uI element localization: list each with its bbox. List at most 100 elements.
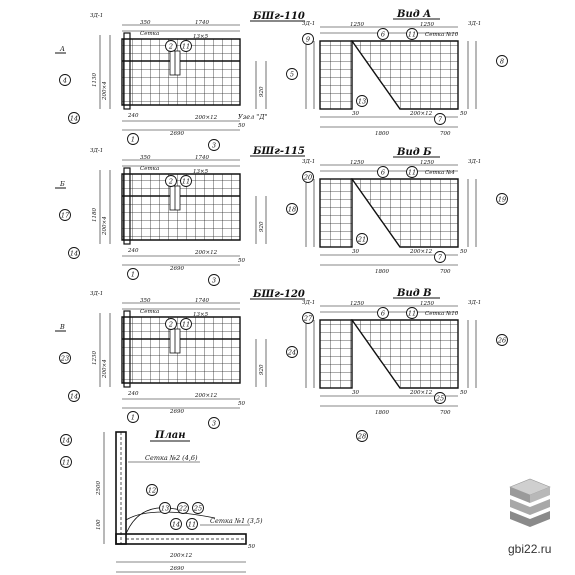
dim-350: 350 — [140, 20, 151, 26]
plan-dim-mesh: 200×12 — [169, 553, 193, 559]
dim-mesh: 200×12 — [194, 250, 218, 256]
callout-bottom-right-label: 7 — [438, 253, 443, 261]
dim-2690: 2690 — [169, 131, 184, 137]
dim-1250-b: 1250 — [420, 160, 434, 166]
plan-dim-100: 100 — [96, 519, 102, 530]
plan-callout-14b: 14 — [170, 518, 182, 530]
dim-mesh: 200×12 — [194, 393, 218, 399]
callout-3-label: 3 — [212, 141, 216, 149]
side-title: Вид В — [396, 288, 432, 299]
dim-mesh: 200×12 — [409, 249, 433, 255]
plan-callout-13: 13 — [159, 502, 171, 514]
setka-label: Сетка — [140, 166, 159, 172]
callout-11-label: 11 — [182, 177, 190, 185]
plan-callout-14b-label: 14 — [172, 520, 180, 528]
callout-11: 11 — [406, 307, 418, 319]
plan-callout-22: 22 — [177, 502, 189, 514]
callout-side-left: 4 — [59, 74, 71, 86]
callout-diagonal-label: 21 — [357, 235, 366, 243]
callout-14: 14 — [68, 112, 80, 124]
dim-920: 920 — [259, 86, 265, 97]
dim-50: 50 — [238, 258, 245, 264]
callout-2: 2 — [165, 318, 177, 330]
zd-left: ЗД-1 — [302, 159, 315, 165]
dim-2690: 2690 — [169, 409, 184, 415]
dim-13x5: 13×5 — [193, 34, 209, 40]
detail-label: Узел "Д" — [238, 113, 268, 121]
plan-title: План — [154, 430, 186, 441]
dim-1800: 1800 — [375, 269, 389, 275]
callout-14: 14 — [68, 390, 80, 402]
plan-dim-50: 50 — [248, 544, 255, 550]
zd-right: ЗД-1 — [468, 159, 481, 165]
callout-bottom-left: 28 — [356, 430, 368, 442]
callout-11-label: 11 — [408, 30, 416, 38]
plan-callout-11b-label: 11 — [188, 520, 196, 528]
callout-left: 20 — [302, 171, 314, 183]
dim-13x5: 13×5 — [193, 312, 209, 318]
callout-diagonal-label: 13 — [358, 97, 366, 105]
mesh-label: Сетка №4 — [425, 170, 455, 176]
dim-350: 350 — [140, 298, 151, 304]
callout-1-label: 1 — [131, 135, 135, 143]
side-title: Вид Б — [396, 147, 432, 158]
dim-inner: 1230 — [92, 351, 98, 365]
plan-mesh2: Сетка №2 (4,6) — [145, 454, 198, 462]
plan-callout-11-label: 11 — [62, 458, 70, 466]
callout-bottom-right: 25 — [434, 392, 446, 404]
dim-240: 240 — [127, 113, 139, 119]
view-title: БШг-110 — [252, 11, 305, 22]
callout-3: 3 — [208, 139, 220, 151]
plan-dim-2500: 2500 — [96, 481, 102, 496]
callout-1: 1 — [127, 268, 139, 280]
plan-view: План 2500 100 200×12 2690 50 Сетка №2 (4… — [60, 430, 263, 573]
section-letter: В — [59, 323, 65, 331]
callout-bottom-right: 7 — [434, 251, 446, 263]
callout-6-label: 6 — [381, 168, 385, 176]
callout-left: 9 — [302, 33, 314, 45]
zd-label: ЗД-1 — [90, 291, 103, 297]
callout-right: 19 — [496, 193, 508, 205]
dim-inner: 1180 — [92, 208, 98, 222]
callout-bottom-left-label: 28 — [357, 432, 366, 440]
dim-mesh: 200×12 — [194, 115, 218, 121]
plan-mesh1: Сетка №1 (3,5) — [210, 517, 263, 525]
callout-2: 2 — [165, 40, 177, 52]
callout-3-label: 3 — [212, 276, 216, 284]
callout-left-label: 9 — [306, 35, 310, 43]
callout-left-label: 27 — [303, 314, 313, 322]
callout-side-left: 17 — [59, 209, 71, 221]
zd-right: ЗД-1 — [468, 300, 481, 306]
dim-240: 240 — [127, 391, 139, 397]
callout-right: 26 — [496, 334, 508, 346]
dim-200x4: 200×4 — [102, 216, 108, 236]
plan-callout-12-label: 12 — [148, 486, 156, 494]
dim-200x4: 200×4 — [102, 359, 108, 379]
zd-label: ЗД-1 — [90, 148, 103, 154]
dim-mesh: 200×12 — [409, 111, 433, 117]
callout-14-label: 14 — [70, 392, 78, 400]
zd-label: ЗД-1 — [90, 13, 103, 19]
plan-callout-25: 25 — [192, 502, 204, 514]
callout-11: 11 — [180, 318, 192, 330]
plan-dim-2690: 2690 — [169, 566, 184, 572]
callout-right-label: 19 — [498, 195, 506, 203]
zd-right: ЗД-1 — [468, 21, 481, 27]
callout-6-label: 6 — [381, 30, 385, 38]
plan-callout-13-label: 13 — [161, 504, 169, 512]
callout-2-label: 2 — [168, 42, 173, 50]
callout-left-label: 20 — [303, 173, 312, 181]
dim-1250-a: 1250 — [350, 160, 364, 166]
callout-14-label: 14 — [70, 114, 78, 122]
dim-700: 700 — [440, 269, 451, 275]
watermark: gbi22.ru — [508, 478, 551, 556]
callout-11-label: 11 — [408, 309, 416, 317]
callout-diagonal: 13 — [356, 95, 368, 107]
callout-6: 6 — [377, 28, 389, 40]
section-letter: Б — [59, 180, 65, 188]
setka-label: Сетка — [140, 31, 159, 37]
dim-1740: 1740 — [195, 155, 209, 161]
